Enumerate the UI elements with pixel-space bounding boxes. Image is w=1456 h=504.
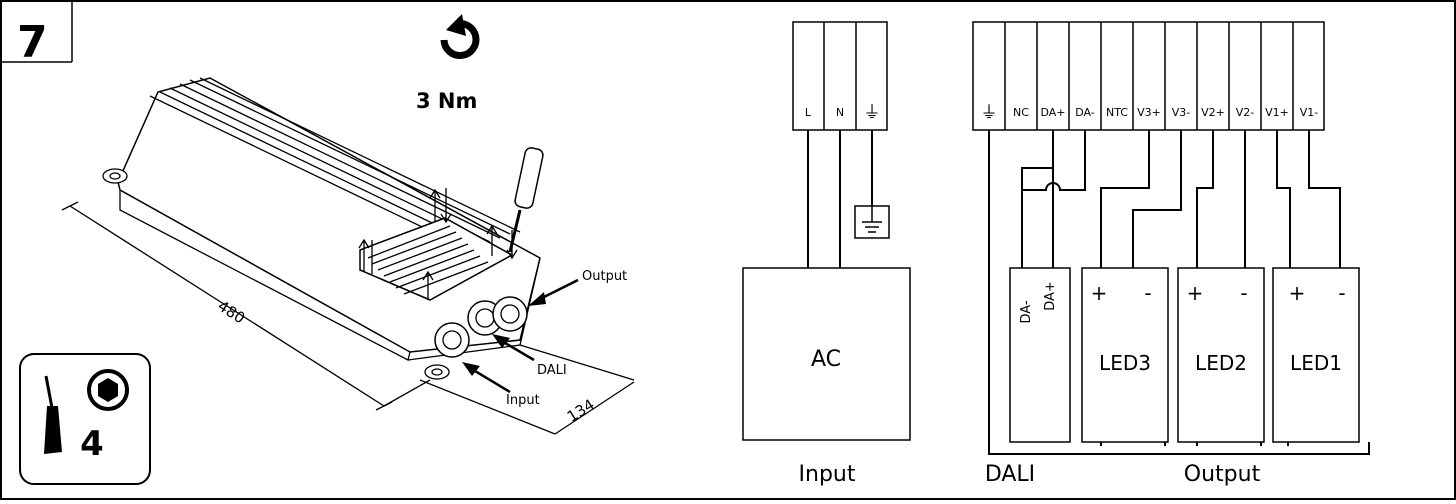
led1-block	[1272, 267, 1360, 443]
terminal-earth-input: ⏚	[864, 103, 881, 123]
caption-input: Input	[799, 462, 856, 487]
caption-dali: DALI	[985, 462, 1035, 487]
input-wires	[807, 130, 873, 268]
terminal-da-plus: DA+	[1040, 106, 1065, 119]
terminal-v2-minus: V2-	[1236, 106, 1255, 119]
dali-da-plus: DA+	[1043, 281, 1058, 311]
terminal-nc: NC	[1013, 106, 1029, 119]
led3-label: LED3	[1099, 351, 1151, 375]
terminal-n: N	[836, 106, 844, 119]
terminal-da-minus: DA-	[1075, 106, 1095, 119]
ac-label: AC	[811, 347, 841, 372]
tool-size: 4	[80, 424, 104, 464]
terminal-earth-output: ⏚	[981, 103, 998, 123]
dimension-lines	[61, 201, 635, 435]
led3-plus: +	[1091, 281, 1108, 305]
caption-output: Output	[1184, 462, 1261, 487]
led2-minus: -	[1240, 281, 1247, 305]
step-number: 7	[17, 17, 48, 68]
ground-symbol-icon	[854, 205, 890, 239]
output-wires	[988, 130, 1370, 455]
dali-da-minus: DA-	[1019, 300, 1034, 323]
input-terminal-block	[792, 21, 888, 131]
led3-block	[1081, 267, 1169, 443]
callout-output: Output	[582, 269, 627, 284]
led1-minus: -	[1338, 281, 1345, 305]
terminal-v3-plus: V3+	[1137, 106, 1161, 119]
rotate-clockwise-icon	[440, 14, 480, 59]
led1-plus: +	[1289, 281, 1306, 305]
terminal-v1-plus: V1+	[1265, 106, 1289, 119]
terminal-ntc: NTC	[1106, 106, 1128, 119]
callout-input: Input	[506, 393, 540, 408]
led1-label: LED1	[1290, 351, 1342, 375]
output-terminal-block	[972, 21, 1325, 131]
terminal-v2-plus: V2+	[1201, 106, 1225, 119]
led2-label: LED2	[1195, 351, 1247, 375]
terminal-v3-minus: V3-	[1172, 106, 1191, 119]
led3-minus: -	[1144, 281, 1151, 305]
callout-arrows	[462, 278, 579, 394]
terminal-l: L	[805, 106, 812, 119]
torque-label: 3 Nm	[416, 89, 477, 113]
led2-plus: +	[1187, 281, 1204, 305]
driver-housing-illustration	[102, 77, 541, 380]
step-badge: 7	[2, 2, 73, 68]
dali-block	[1009, 267, 1071, 443]
terminal-v1-minus: V1-	[1300, 106, 1319, 119]
screwdriver-illustration	[508, 147, 544, 253]
ac-block	[742, 267, 911, 441]
callout-dali: DALI	[537, 363, 567, 378]
led2-block	[1177, 267, 1265, 443]
screwdriver-hex-icon	[19, 353, 151, 485]
dimension-width: 134	[564, 395, 598, 425]
